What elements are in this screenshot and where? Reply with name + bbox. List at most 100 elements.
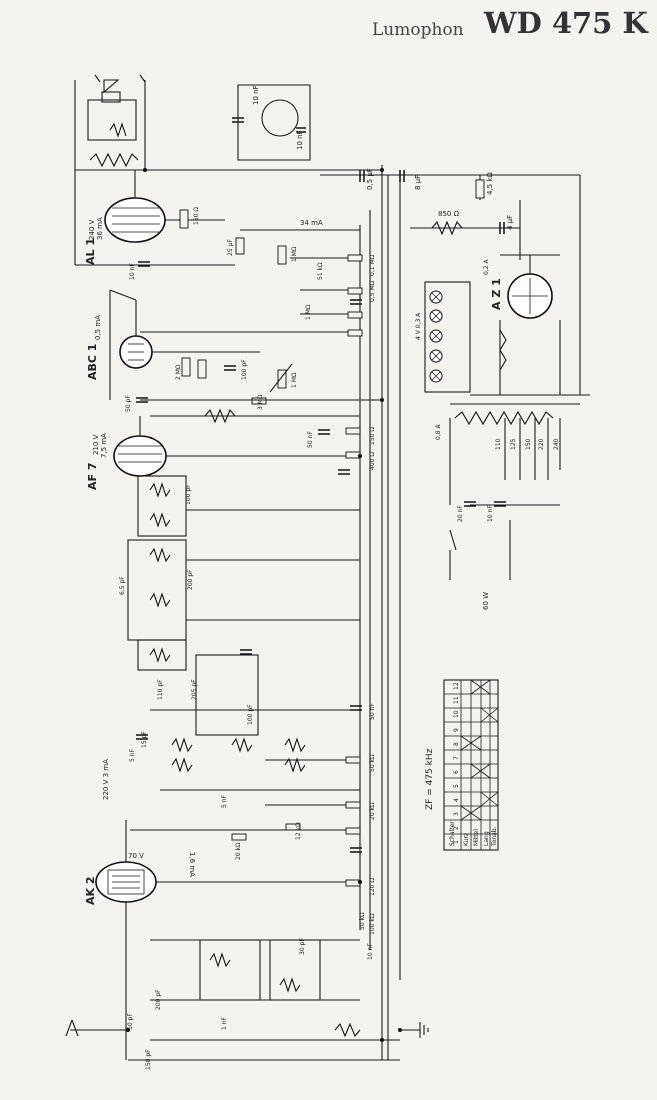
rectifier-section: A Z 1 0,2 A (450, 254, 590, 405)
al1-bias: 150 Ω 25 µF 34 mA 1 MΩ 10 nF (129, 207, 360, 280)
label-c-30pf: 30 pF (299, 938, 306, 955)
abc1-current: 0,5 mA (94, 315, 102, 340)
switch-row-header: Tonab. (491, 826, 498, 847)
switch-row-header: Schalter (449, 821, 456, 846)
tube-label-az1: A Z 1 (490, 278, 503, 310)
bus-resistors: 51 kΩ 0,1 MΩ 0,5 MΩ 1 MΩ (140, 254, 376, 337)
label-r-51k: 51 kΩ (317, 262, 324, 280)
switch-col-header: 6 (453, 770, 460, 774)
label-c-20nf: 20 nF (457, 505, 464, 522)
label-v240: 240 (553, 438, 560, 450)
label-r-2m: 2 MΩ (175, 364, 182, 380)
mains-transformer: 0,8 A 110 125 150 220 240 20 nF 10 nF 60… (435, 410, 561, 610)
switch-col-header: 10 (453, 710, 460, 718)
antenna-section: 30 pF 200 pF 1 nF 150 pF 50 pF 10 nF 50 … (65, 912, 429, 1070)
label-c-50pf: 50 pF (125, 395, 132, 412)
label-c-spk: 10 nF (252, 85, 260, 105)
pilot-lamps: 4 V 0,3 A (415, 281, 471, 393)
ak2-current: 1,6 mA (188, 852, 196, 877)
tube-abc1: 0,5 mA ABC 1 (86, 289, 260, 400)
label-r-50k2: 50 kΩ (359, 912, 366, 930)
switch-col-header: 8 (453, 742, 460, 746)
label-r-3m: 3 MΩ (257, 394, 264, 410)
af7-voltage: 210 V (92, 434, 100, 455)
label-r-150: 150 Ω (369, 427, 376, 445)
ak2-supply: 220 V 3 mA (102, 759, 110, 800)
switch-col-header: 2 (453, 826, 460, 830)
power-filter: 0,5 µF 8 µF 4,5 kΩ 850 Ω 4 µF (320, 168, 581, 395)
label-c-100pf2: 100 pF (185, 484, 192, 505)
label-v150: 150 (525, 438, 532, 450)
tube-label-ak2: AK 2 (84, 876, 97, 905)
label-r-50k: 50 kΩ (369, 754, 376, 772)
label-c-5nf: 5 nF (129, 748, 136, 762)
tube-label-abc1: ABC 1 (86, 344, 99, 380)
switch-col-header: 11 (453, 696, 460, 704)
label-r-100k: 100 kΩ (369, 913, 376, 935)
switch-row-header: Lang (483, 831, 490, 846)
label-r-1m: 1 MΩ (291, 246, 298, 262)
label-rect-current: 0,2 A (483, 259, 490, 275)
label-c-fb: 10 nF (296, 130, 304, 150)
label-c-15pf: 15 pF (141, 731, 148, 748)
label-c-50nf: 50 nF (307, 431, 314, 448)
label-v125: 125 (510, 438, 517, 450)
label-v110: 110 (495, 438, 502, 450)
al1-current: 36 mA (96, 217, 104, 240)
label-c-el1: 0,5 µF (366, 168, 374, 190)
label-c-65pf: 6,5 pF (119, 576, 126, 595)
abc1-detector: 2 MΩ 100 pF 1 MΩ 3 MΩ 50 pF (125, 357, 382, 424)
label-r-bias: 150 Ω (193, 207, 200, 225)
tube-ak2: 70 V 220 V 3 mA 1,6 mA AK 2 (84, 759, 360, 1060)
oscillator-section: 110 pF 205 pF 15 pF 5 nF 100 pF 5 nF 50 … (129, 649, 376, 808)
manufacturer-label: Lumophon (372, 20, 464, 40)
model-label: WD 475 K (484, 6, 648, 40)
af7-components: 50 nF 150 Ω 400 Ω (307, 427, 376, 475)
label-r-120: 120 Ω (369, 878, 376, 896)
label-r-20k: 20 kΩ (235, 842, 242, 860)
switch-col-header: 3 (453, 812, 460, 816)
ak2-components: 20 kΩ 12 kΩ 120 Ω 20 kΩ 100 kΩ (130, 801, 376, 935)
label-r-01m: 0,1 MΩ (369, 254, 376, 276)
label-c-el3: 4 µF (506, 215, 514, 230)
switch-col-header: 4 (453, 798, 460, 802)
label-c-205pf: 205 pF (191, 679, 198, 700)
al1-supply: 240 V (88, 219, 96, 240)
label-fuse-main: 0,8 A (435, 424, 442, 440)
tube-label-al1: AL 1 (84, 238, 97, 265)
bus-lines (74, 80, 401, 1061)
ak2-voltage: 70 V (128, 852, 144, 860)
switch-col-header: 7 (453, 756, 460, 760)
tube-af7: 210 V 7,5 mA AF 7 (86, 416, 360, 490)
label-c-100pf3: 100 pF (247, 704, 254, 725)
label-c-50pf2: 50 pF (127, 1013, 134, 1030)
label-c-1nf: 1 nF (221, 1016, 228, 1030)
label-c-bias: 25 µF (227, 239, 234, 256)
junctions (126, 168, 402, 1042)
label-r-12k: 12 kΩ (295, 822, 302, 840)
label-r-1m2: 1 MΩ (305, 304, 312, 320)
switch-col-header: 12 (453, 682, 460, 690)
tube-al1: 240 V 36 mA AL 1 (84, 170, 225, 265)
label-r-20k2: 20 kΩ (369, 802, 376, 820)
label-r-400: 400 Ω (369, 452, 376, 470)
tube-label-af7: AF 7 (86, 462, 99, 490)
if-frequency: ZF = 475 kHz (425, 748, 435, 810)
switch-table (443, 679, 499, 851)
label-r-vol: 1 MΩ (291, 372, 298, 388)
switch-col-header: 5 (453, 784, 460, 788)
label-c-110pf: 110 pF (157, 679, 164, 700)
label-c-10nf3: 10 nF (367, 943, 374, 960)
label-v220: 220 (538, 438, 545, 450)
switch-col-header: 1 (453, 840, 460, 844)
label-ac: 60 W (482, 592, 490, 610)
speaker-section (87, 74, 146, 168)
label-c-50nf2: 50 nF (369, 703, 376, 720)
label-c-150pf: 150 pF (145, 1049, 152, 1070)
switch-col-header: 9 (453, 728, 460, 732)
label-line-current: 34 mA (300, 219, 323, 227)
label-fuse-lamps: 4 V 0,3 A (415, 312, 422, 340)
